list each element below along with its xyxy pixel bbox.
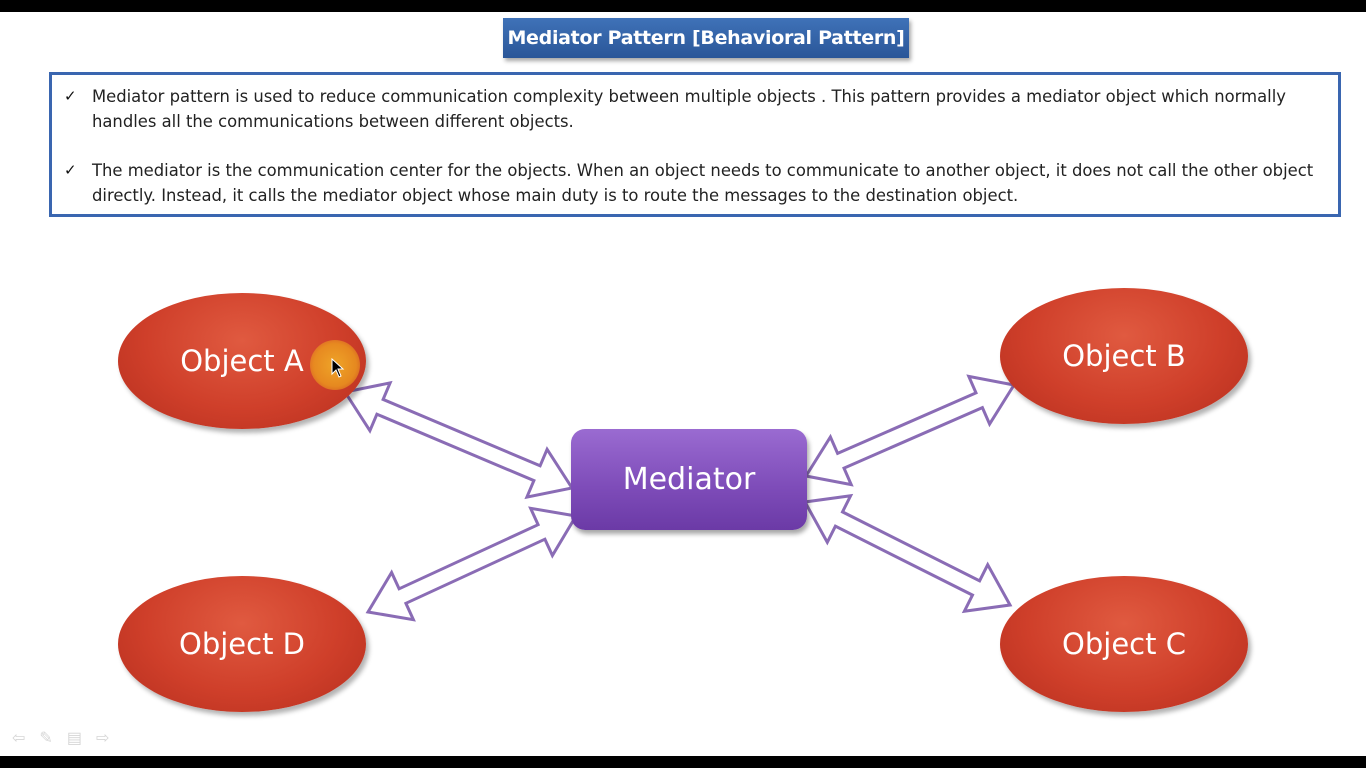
slide-title: Mediator Pattern [Behavioral Pattern] bbox=[503, 18, 909, 58]
bullet-item: ✓ Mediator pattern is used to reduce com… bbox=[64, 84, 1329, 134]
arrow-d-mediator bbox=[365, 506, 579, 622]
bullet-box: ✓ Mediator pattern is used to reduce com… bbox=[49, 72, 1341, 217]
arrow-b-mediator bbox=[803, 374, 1017, 487]
object-d: Object D bbox=[118, 576, 366, 712]
top-letterbox bbox=[0, 0, 1366, 12]
bottom-letterbox bbox=[0, 756, 1366, 768]
arrow-c-mediator bbox=[802, 493, 1013, 614]
pen-icon[interactable]: ✎ bbox=[39, 730, 53, 747]
previous-icon[interactable]: ⇦ bbox=[12, 730, 26, 747]
menu-icon[interactable]: ▤ bbox=[66, 730, 82, 747]
object-c: Object C bbox=[1000, 576, 1248, 712]
cursor-icon bbox=[331, 358, 345, 378]
arrow-a-mediator bbox=[342, 380, 575, 500]
object-b: Object B bbox=[1000, 288, 1248, 424]
check-icon: ✓ bbox=[64, 87, 77, 105]
bullet-text: The mediator is the communication center… bbox=[92, 161, 1314, 205]
slide-nav: ⇦ ✎ ▤ ⇨ bbox=[12, 728, 109, 748]
check-icon: ✓ bbox=[64, 161, 77, 179]
mediator-box: Mediator bbox=[571, 429, 807, 530]
bullet-text: Mediator pattern is used to reduce commu… bbox=[92, 87, 1286, 131]
bullet-item: ✓ The mediator is the communication cent… bbox=[64, 158, 1329, 208]
next-icon[interactable]: ⇨ bbox=[95, 730, 110, 747]
